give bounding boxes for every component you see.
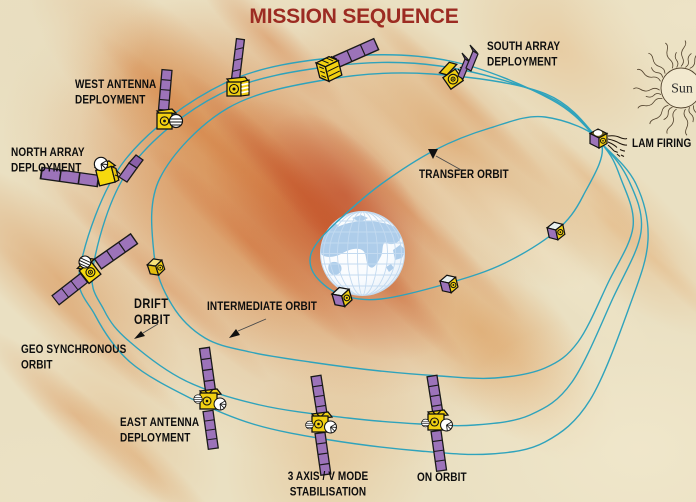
svg-text:Sun: Sun xyxy=(671,82,693,97)
